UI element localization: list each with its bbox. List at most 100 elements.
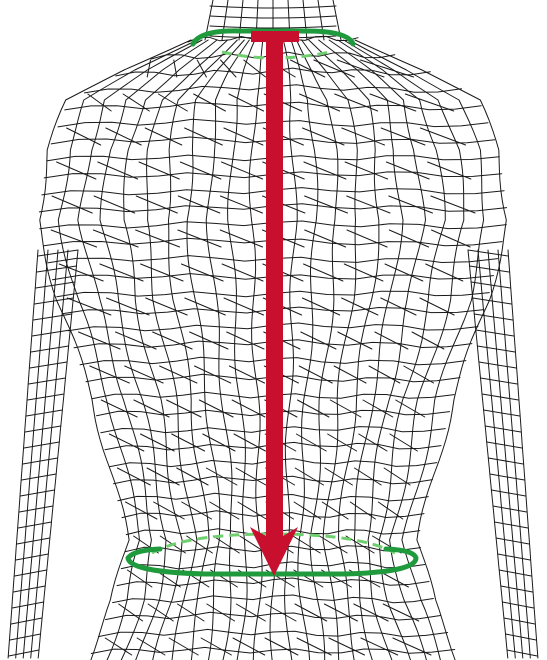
- mesh-arm-meridian: [23, 250, 58, 658]
- mesh-diagonal: [160, 366, 197, 383]
- mesh-diagonal: [57, 162, 96, 179]
- mesh-diagonal: [126, 502, 157, 519]
- mesh-diagonal: [405, 94, 454, 111]
- mesh-meridian: [302, 40, 358, 660]
- mesh-meridian: [309, 40, 379, 660]
- mesh-meridian: [355, 40, 506, 660]
- mesh-diagonal: [100, 264, 143, 281]
- mesh-diagonal: [101, 400, 137, 417]
- mesh-diagonal: [304, 162, 346, 179]
- mesh-arm-meridian: [31, 250, 68, 658]
- mesh-diagonal: [154, 502, 185, 519]
- mesh-diagonal: [116, 332, 157, 349]
- mesh-ring: [91, 647, 454, 653]
- mesh-diagonal: [117, 468, 150, 485]
- mesh-diagonal: [295, 604, 327, 621]
- mesh-diagonal: [369, 366, 400, 383]
- mesh-diagonal: [354, 604, 388, 621]
- mesh-diagonal: [296, 434, 326, 451]
- arrow-shaft: [266, 38, 283, 538]
- mesh-diagonal: [109, 434, 144, 451]
- mesh-diagonal: [227, 332, 264, 349]
- mesh-diagonal: [431, 196, 475, 213]
- mesh-diagonal: [90, 366, 130, 383]
- mesh-diagonal: [303, 128, 345, 145]
- mesh-neck-line: [303, 0, 307, 40]
- mesh-diagonal: [381, 298, 416, 315]
- mesh-diagonal: [386, 162, 429, 179]
- mesh-meridian: [283, 40, 297, 660]
- mesh-diagonal: [294, 502, 321, 519]
- mesh-diagonal: [345, 162, 388, 179]
- mesh-diagonal: [88, 94, 111, 111]
- mesh-diagonal: [389, 196, 433, 213]
- mesh-diagonal: [236, 604, 265, 621]
- mesh-diagonal: [338, 332, 372, 349]
- mesh-diagonal: [203, 434, 235, 451]
- mesh-ring: [106, 612, 441, 620]
- mesh-diagonal: [125, 366, 163, 383]
- mesh-diagonal: [420, 128, 465, 145]
- mesh-diagonal: [236, 468, 266, 485]
- mesh-diagonal: [147, 468, 179, 485]
- mesh-diagonal: [220, 230, 262, 247]
- mesh-diagonal: [180, 162, 221, 179]
- mesh-diagonal: [178, 196, 220, 213]
- mesh-diagonal: [335, 94, 378, 111]
- mesh-ring: [98, 629, 447, 636]
- mesh-diagonal: [190, 332, 228, 349]
- mesh-diagonal: [305, 230, 346, 247]
- mesh-diagonal: [370, 94, 416, 111]
- mesh-diagonal: [244, 60, 266, 77]
- mesh-diagonal: [342, 298, 378, 315]
- mesh-diagonal: [381, 128, 425, 145]
- mesh-diagonal: [158, 94, 187, 111]
- mesh-diagonal: [393, 638, 431, 655]
- mesh-diagonal: [177, 468, 208, 485]
- mesh-diagonal: [265, 638, 298, 655]
- mesh-diagonal: [93, 230, 138, 247]
- mesh-diagonal: [51, 230, 97, 247]
- mesh-arm-meridian: [488, 250, 523, 658]
- mesh-arm-meridian: [478, 250, 515, 658]
- mesh-diagonal: [185, 128, 223, 145]
- mesh-diagonal: [220, 196, 262, 213]
- mesh-diagonal: [222, 264, 263, 281]
- mesh-neck-line: [239, 0, 243, 40]
- mesh-diagonal: [52, 196, 92, 213]
- mesh-diagonal: [178, 604, 205, 621]
- mesh-diagonal: [134, 400, 169, 417]
- mesh-diagonal: [127, 570, 151, 587]
- mesh-arm-meridian: [38, 250, 78, 658]
- mesh-diagonal: [107, 298, 150, 315]
- mesh-meridian: [297, 40, 338, 660]
- mesh-diagonal: [300, 94, 340, 111]
- mesh-diagonal: [355, 468, 382, 485]
- mesh-arm-meridian: [8, 250, 38, 658]
- mesh-diagonal: [210, 502, 239, 519]
- mesh-diagonal: [299, 366, 332, 383]
- mesh-diagonal: [181, 264, 223, 281]
- mesh-diagonal: [185, 298, 226, 315]
- mesh-neck-line: [222, 0, 228, 40]
- mesh-diagonal: [199, 400, 233, 417]
- mesh-diagonal: [325, 468, 353, 485]
- mesh-arm-meridian: [16, 250, 48, 658]
- mesh-diagonal: [136, 230, 180, 247]
- mesh-diagonal: [293, 536, 320, 553]
- mesh-diagonal: [229, 94, 264, 111]
- mesh-arm-meridian: [468, 250, 508, 658]
- mesh-diagonal: [229, 366, 264, 383]
- mesh-arm-meridian: [498, 250, 530, 658]
- mesh-diagonal: [304, 264, 343, 281]
- mesh-diagonal: [141, 264, 184, 281]
- mesh-diagonal: [347, 196, 390, 213]
- mesh-diagonal: [385, 264, 423, 281]
- mesh-meridian: [319, 40, 403, 660]
- mesh-meridian: [349, 40, 484, 660]
- mesh-diagonal: [295, 468, 323, 485]
- mesh-diagonal: [361, 638, 398, 655]
- mesh-arm-meridian: [508, 250, 538, 658]
